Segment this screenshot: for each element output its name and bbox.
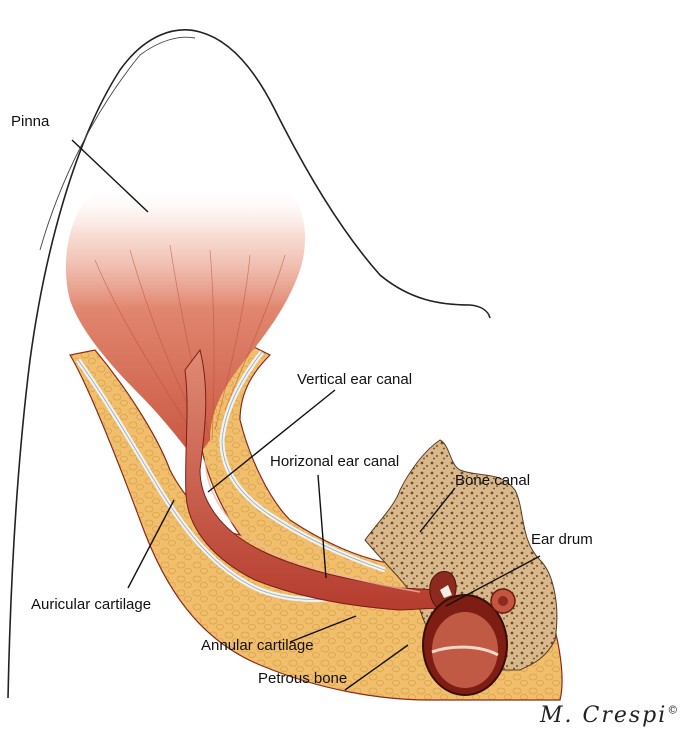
signature-text: M. Crespi xyxy=(540,703,667,728)
label-petrous-bone: Petrous bone xyxy=(258,670,347,687)
label-ear-drum: Ear drum xyxy=(531,531,593,548)
label-auricular-cartilage: Auricular cartilage xyxy=(31,596,151,613)
cochlea-inner xyxy=(498,596,508,606)
label-bone-canal: Bone canal xyxy=(455,472,530,489)
label-horizontal-ear-canal: Horizonal ear canal xyxy=(270,453,399,470)
label-annular-cartilage: Annular cartilage xyxy=(201,637,314,654)
artist-signature: M. Crespi© xyxy=(540,703,678,728)
label-pinna: Pinna xyxy=(11,113,49,130)
label-vertical-ear-canal: Vertical ear canal xyxy=(297,371,412,388)
copyright-mark: © xyxy=(667,704,678,717)
